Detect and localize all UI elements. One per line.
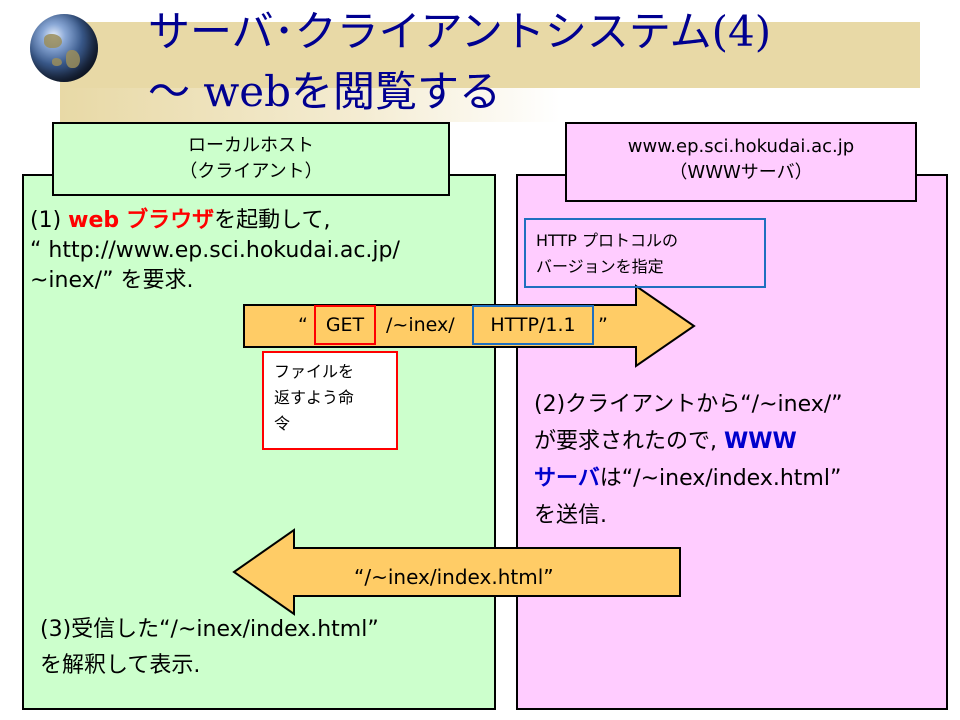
step2-line4: を送信. [534,503,607,528]
server-label-line1: www.ep.sci.hokudai.ac.jp [627,136,855,157]
response-arrow-text: “/~inex/index.html” [354,565,554,589]
step3-line1: (3)受信した“/~inex/index.html” [40,617,379,642]
client-panel [22,174,496,710]
step1-text: (1) web ブラウザを起動して, “ http://www.ep.sci.h… [30,206,400,296]
request-close-quote: ” [598,314,608,336]
step3-line2: を解釈して表示. [40,653,201,678]
server-panel [516,174,948,710]
step1-line1: (1) web ブラウザを起動して, [30,206,400,236]
step2-www: WWW [724,429,797,454]
globe-icon [30,14,98,82]
step2-line3-rest: は“/~inex/index.html” [599,466,842,491]
slide-title: サーバ･クライアントシステム(4) [148,7,772,56]
step1-prefix: (1) [30,208,69,233]
step1-suffix: を起動して, [214,208,331,233]
step1-line3: ~inex/” を要求. [30,268,194,293]
http-version: HTTP/1.1 [490,314,576,336]
request-path: /~inex/ [386,314,455,336]
step2-line1: (2)クライアントから“/~inex/” [534,392,843,417]
title-band-lower [60,88,560,122]
step1-browser: ブラウザ [126,208,215,233]
step1-web: web [68,208,120,233]
client-label: ローカルホスト （クライアント） [52,122,450,196]
request-arrow-text: “ [298,308,308,342]
get-note: ファイルを 返すよう命 令 [262,351,398,450]
http-note-line2: バージョンを指定 [536,257,664,276]
http-note-line1: HTTP プロトコルの [536,231,679,250]
step2-line2-text: が要求されたので, [534,429,724,454]
request-open-quote: “ [298,314,308,336]
slide-subtitle: ～ webを閲覧する [148,67,502,116]
get-note-line1: ファイルを [274,362,355,381]
http-version-note: HTTP プロトコルの バージョンを指定 [524,218,766,288]
get-method: GET [325,314,365,336]
step2-line2: が要求されたので, WWW [534,423,843,460]
step2-line3: サーバは“/~inex/index.html” [534,460,843,497]
get-method-box: GET [314,305,376,345]
http-version-box: HTTP/1.1 [472,305,594,345]
server-label: www.ep.sci.hokudai.ac.jp （WWWサーバ） [565,122,917,202]
client-label-line2: （クライアント） [179,161,323,182]
step3-text: (3)受信した“/~inex/index.html” を解釈して表示. [40,612,379,684]
get-note-line3: 令 [274,414,291,433]
response-arrow [232,528,681,616]
server-label-line2: （WWWサーバ） [669,162,813,183]
step2-server: サーバ [534,466,600,491]
get-note-line2: 返すよう命 [274,388,355,407]
client-label-line1: ローカルホスト [188,135,314,156]
step1-line2: “ http://www.ep.sci.hokudai.ac.jp/ [30,238,400,263]
step2-text: (2)クライアントから“/~inex/” が要求されたので, WWW サーバは“… [534,386,843,534]
title-band [60,22,920,88]
